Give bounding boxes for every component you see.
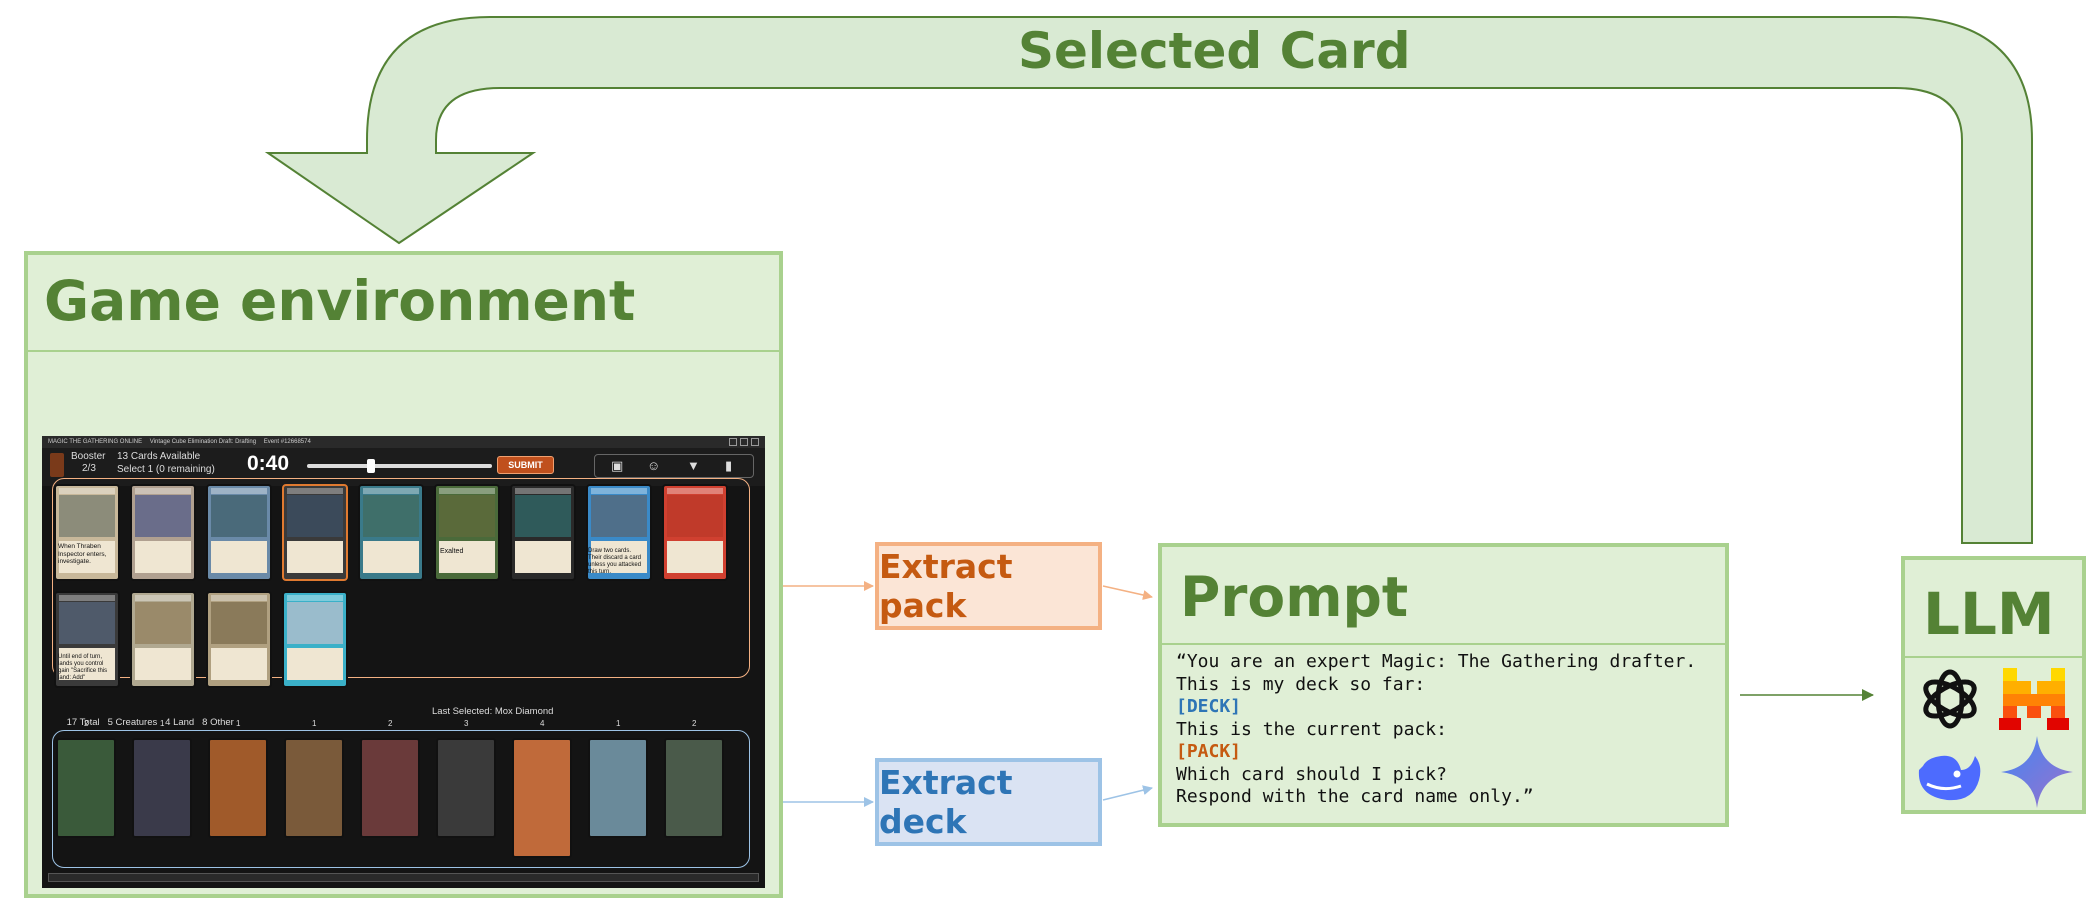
panel-icon[interactable]: ▮: [725, 458, 733, 473]
zoom-slider[interactable]: [307, 459, 492, 473]
deck-column-count: 1: [160, 719, 165, 728]
mistral-logo-icon: [1999, 668, 2069, 730]
prompt-line-7: Respond with the card name only.”: [1176, 786, 1534, 807]
submit-button[interactable]: SUBMIT: [497, 456, 554, 474]
deck-lands: 4 Land: [165, 717, 195, 728]
zoom-slider-knob[interactable]: [367, 459, 375, 473]
extract-pack-to-prompt-arrow: [1102, 585, 1153, 600]
horizontal-scrollbar[interactable]: [48, 873, 759, 882]
extract-deck-label: Extract deck: [879, 763, 1013, 841]
pack-card[interactable]: [662, 484, 728, 581]
prompt-text: “You are an expert Magic: The Gathering …: [1176, 651, 1696, 809]
extract-pack-box: Extract pack: [875, 542, 1102, 630]
filter-icon[interactable]: ▼: [687, 458, 700, 473]
close-icon[interactable]: [751, 438, 759, 446]
deck-card[interactable]: [512, 738, 572, 858]
prompt-line-1: “You are an expert Magic: The Gathering …: [1176, 651, 1697, 672]
pack-card-text-2: Exalted: [440, 548, 464, 555]
deck-column-count: 3: [464, 719, 469, 728]
players-icon[interactable]: ☺: [647, 458, 661, 473]
deck-card[interactable]: [588, 738, 648, 838]
mtgo-event-id: Event #12668574: [263, 439, 311, 445]
pack-card[interactable]: [282, 591, 348, 688]
llm-divider: [1905, 656, 2082, 658]
pack-card[interactable]: [206, 484, 272, 581]
extract-pack-label: Extract pack: [879, 547, 1013, 625]
openai-logo-icon: [1923, 669, 1977, 729]
mtgo-draft-screenshot: MAGIC THE GATHERING ONLINE Vintage Cube …: [42, 436, 765, 888]
pack-card[interactable]: [206, 591, 272, 688]
booster-label: Booster: [71, 451, 106, 462]
deck-column-count: 4: [540, 719, 545, 728]
deck-total: 17 Total: [66, 717, 100, 728]
pack-region: [52, 478, 750, 678]
minimize-icon[interactable]: [729, 438, 737, 446]
deck-column-count: 1: [616, 719, 621, 728]
pack-placeholder: [PACK]: [1176, 741, 1242, 762]
prompt-line-6: Which card should I pick?: [1176, 763, 1447, 785]
game-environment-divider: [28, 350, 779, 352]
prompt-box: Prompt “You are an expert Magic: The Gat…: [1158, 543, 1729, 827]
deck-other: 8 Other: [202, 717, 234, 728]
pack-card[interactable]: [130, 484, 196, 581]
pack-card[interactable]: [282, 484, 348, 581]
deck-column-count: 2: [388, 719, 393, 728]
deck-card[interactable]: [436, 738, 496, 838]
deck-column-count: 1: [236, 719, 241, 728]
deck-column-count: 2: [84, 719, 89, 728]
deck-region: [52, 730, 750, 868]
llm-title: LLM: [1923, 580, 2055, 648]
last-selected: Last Selected: Mox Diamond: [432, 706, 554, 717]
llm-box: LLM: [1901, 556, 2086, 814]
deck-creatures: 5 Creatures: [107, 717, 158, 728]
deck-card[interactable]: [132, 738, 192, 838]
deck-column-count: 1: [312, 719, 317, 728]
deck-card[interactable]: [284, 738, 344, 838]
pack-card[interactable]: [434, 484, 500, 581]
pack-card-text-1: When Thraben Inspector enters, investiga…: [58, 543, 107, 565]
deck-column-count: 2: [692, 719, 697, 728]
prompt-line-4: This is the current pack:: [1176, 718, 1447, 740]
pack-card[interactable]: [130, 591, 196, 688]
deck-card[interactable]: [208, 738, 268, 838]
deck-card[interactable]: [664, 738, 724, 838]
pack-card-text-3: Draw two cards. Their discard a card unl…: [588, 548, 642, 575]
selected-card-label: Selected Card: [1018, 22, 1411, 80]
deck-placeholder: [DECK]: [1176, 696, 1242, 717]
pack-card[interactable]: [54, 591, 120, 688]
pack-card-text-4: Until end of turn, lands you control gai…: [58, 654, 108, 681]
booster-count: 2/3: [82, 463, 96, 474]
mtgo-app-name: MAGIC THE GATHERING ONLINE: [48, 439, 143, 445]
card-view-icon[interactable]: ▣: [611, 458, 624, 473]
extract-deck-box: Extract deck: [875, 758, 1102, 846]
mtgo-titlebar: MAGIC THE GATHERING ONLINE Vintage Cube …: [42, 436, 765, 448]
deck-card[interactable]: [360, 738, 420, 838]
pack-card[interactable]: [54, 484, 120, 581]
prompt-divider: [1162, 643, 1725, 645]
extract-deck-to-prompt-arrow: [1102, 785, 1153, 801]
deck-card[interactable]: [56, 738, 116, 838]
pack-card[interactable]: [586, 484, 652, 581]
prompt-line-2: This is my deck so far:: [1176, 673, 1426, 695]
pick-timer: 0:40: [247, 452, 290, 475]
game-environment-title: Game environment: [44, 269, 636, 333]
prompt-title: Prompt: [1180, 565, 1409, 629]
deck-stats: 17 Total 5 Creatures 4 Land 8 Other: [56, 706, 234, 739]
select-info: Select 1 (0 remaining): [117, 464, 215, 475]
pack-card[interactable]: [510, 484, 576, 581]
deepseek-logo-icon: [1918, 755, 1981, 801]
view-tools: ▣ ☺ ▼ ▮: [594, 454, 754, 478]
cards-available: 13 Cards Available: [117, 451, 201, 462]
maximize-icon[interactable]: [740, 438, 748, 446]
booster-icon: [50, 453, 64, 477]
draft-toolbar: Booster 2/3 13 Cards Available Select 1 …: [42, 448, 765, 486]
pack-card[interactable]: [358, 484, 424, 581]
gemini-logo-icon: [2001, 736, 2073, 808]
mtgo-draft-name: Vintage Cube Elimination Draft: Drafting: [149, 439, 257, 445]
